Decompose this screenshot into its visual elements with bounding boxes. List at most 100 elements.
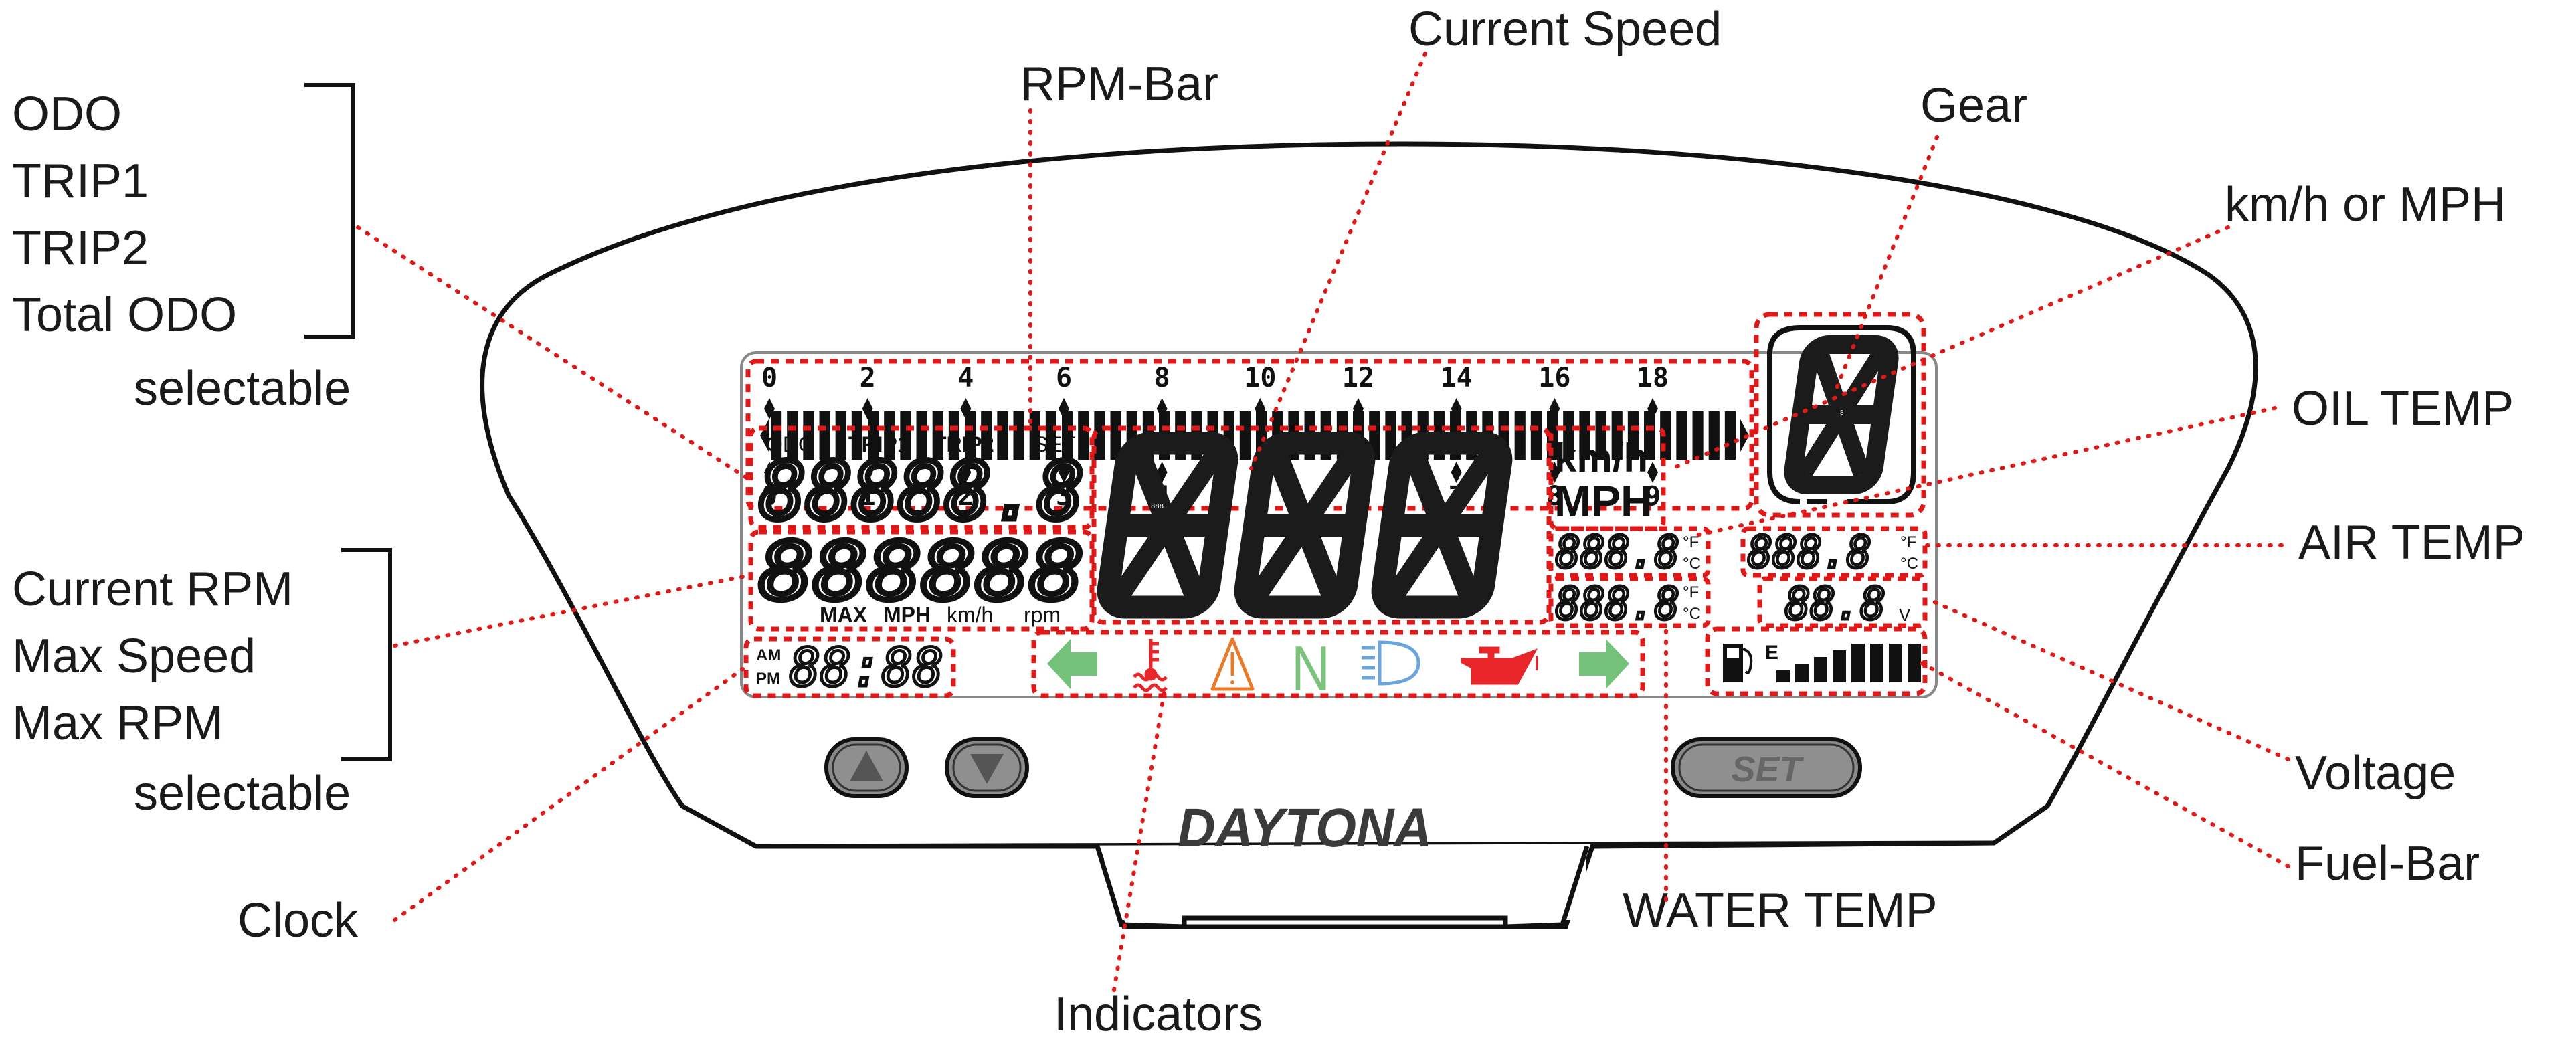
rpm-readout-outline: [748, 529, 1095, 632]
rpm-segment: [835, 411, 846, 460]
callout-clock: Clock: [238, 894, 359, 947]
leader-rpm-readout: [393, 573, 751, 648]
rpm-segment: [1595, 411, 1606, 460]
rpm-bottom-tick: 1: [860, 481, 876, 512]
rpm-segment: [1514, 411, 1526, 460]
speed-digit: [1371, 432, 1513, 619]
odo-display: 88888.8: [759, 445, 1084, 537]
left-top-item: Total ODO: [12, 288, 237, 342]
unit-mph: MPH: [883, 603, 931, 627]
general-warning-icon: [1210, 637, 1255, 691]
callout-current-speed: Current Speed: [1408, 3, 1722, 56]
unit-kmh-label: km/h: [1554, 436, 1648, 480]
rpm-segment: [1708, 411, 1720, 460]
rpm-segment: [1724, 411, 1736, 460]
gear-value: 8: [1840, 409, 1844, 417]
set-button-label: SET: [1731, 749, 1804, 789]
rpm-tick-marker: [1059, 462, 1069, 483]
rpm-segment: [997, 411, 1008, 460]
callout-indicators: Indicators: [1054, 987, 1263, 1041]
leader-unit: [1671, 225, 2230, 470]
odo-outline: [748, 425, 1095, 530]
leader-odo: [356, 225, 755, 484]
fuel-empty-label: E: [1765, 642, 1778, 664]
clock-pm: PM: [756, 670, 780, 688]
callout-unit: km/h or MPH: [2225, 178, 2506, 231]
oil-temp-outline: [1548, 526, 1711, 578]
rpm-segment: [1013, 411, 1024, 460]
left-group-top: ODO TRIP1 TRIP2 Total ODO selectable: [12, 83, 355, 415]
air-temp-value: 888.8: [1748, 527, 1871, 578]
rpm-top-tick: 12: [1342, 363, 1374, 393]
mode-trip1: TRIP1: [848, 432, 909, 456]
high-beam-icon: [1362, 640, 1420, 686]
voltage-unit: V: [1899, 605, 1911, 625]
turn-right-icon: [1579, 639, 1629, 689]
water-temp-value: 888.8: [1556, 578, 1679, 630]
rpm-segment: [1029, 411, 1040, 460]
notch-edge: [1095, 845, 1590, 929]
set-button[interactable]: SET: [1671, 737, 1862, 798]
clock-am: AM: [756, 646, 781, 664]
fuel-bar-segment: [1776, 670, 1790, 682]
left-top-bracket: [304, 83, 355, 339]
odo-panel: ODO TRIP1 TRIP2 SET 88888.8 888888 MAX M…: [748, 425, 1095, 632]
temperature-displays: 888.8 °F °C 888.8 °F °C 888.8 °F °C 88.8…: [1548, 525, 1928, 632]
leader-clock: [393, 667, 745, 922]
indicator-strip: N: [1031, 630, 1645, 704]
rpm-segment: [965, 411, 976, 460]
left-bottom-item: Max Speed: [12, 630, 256, 683]
air-temp-unit-c: °C: [1900, 555, 1918, 573]
unit-kmh: km/h: [947, 603, 993, 627]
up-arrow-icon: [850, 751, 883, 781]
unit-mph-label: MPH: [1554, 476, 1653, 526]
rpm-segment: [948, 411, 959, 460]
clock-display: AM PM 88:88: [743, 636, 956, 700]
rpm-segment: [1611, 411, 1623, 460]
callout-voltage: Voltage: [2295, 747, 2456, 800]
leader-indicators: [1112, 690, 1166, 992]
rpm-segment: [1062, 411, 1073, 460]
rpm-segment: [851, 411, 862, 460]
voltage-value: 88.8: [1785, 578, 1885, 630]
mode-set: SET: [1034, 432, 1075, 456]
left-top-item: TRIP1: [12, 155, 149, 208]
down-button[interactable]: [945, 737, 1029, 798]
water-temp-warning-icon: [1133, 639, 1168, 692]
rpm-segment: [1385, 411, 1396, 460]
rpm-segment: [1110, 411, 1121, 460]
leader-voltage: [1925, 597, 2290, 761]
rpm-top-tick: 6: [1056, 363, 1072, 393]
rpm-segment: [1094, 411, 1105, 460]
water-temp-unit-c: °C: [1683, 605, 1701, 623]
clock-outline: [743, 636, 956, 698]
speed-display: 888 km/h MPH: [1091, 425, 1666, 625]
rpm-bottom-tick: 0: [761, 481, 777, 512]
gear-outline: [1754, 312, 1926, 518]
rpm-segment: [1045, 411, 1056, 460]
rpm-segment: [1676, 411, 1687, 460]
rpm-top-tick: 10: [1244, 363, 1276, 393]
fuel-bar-segment: [1889, 644, 1902, 682]
mode-trip2: TRIP2: [933, 432, 994, 456]
fuel-gauge: E: [1705, 626, 1928, 696]
leader-oil-temp: [1694, 406, 2277, 537]
speed-digit: [1234, 432, 1376, 619]
left-bottom-bracket: [341, 548, 392, 761]
rpm-segment: [884, 411, 895, 460]
rpm-segment: [916, 411, 927, 460]
rpm-segment: [787, 411, 798, 460]
rpm-top-tick: 16: [1538, 363, 1570, 393]
rpm-readout-display: 888888: [759, 525, 1084, 618]
rpm-top-tick: 14: [1441, 363, 1473, 393]
fuel-bar-segment: [1795, 664, 1809, 682]
gear-digit-glyph: [1784, 335, 1899, 494]
oil-temp-unit-f: °F: [1683, 533, 1699, 551]
rpm-segment: [1579, 411, 1590, 460]
callout-air-temp: AIR TEMP: [2298, 516, 2525, 569]
gear-frame: [1767, 325, 1916, 504]
gear-digit: [1784, 335, 1899, 494]
oil-pressure-icon: [1461, 646, 1538, 685]
up-button[interactable]: [824, 737, 909, 798]
